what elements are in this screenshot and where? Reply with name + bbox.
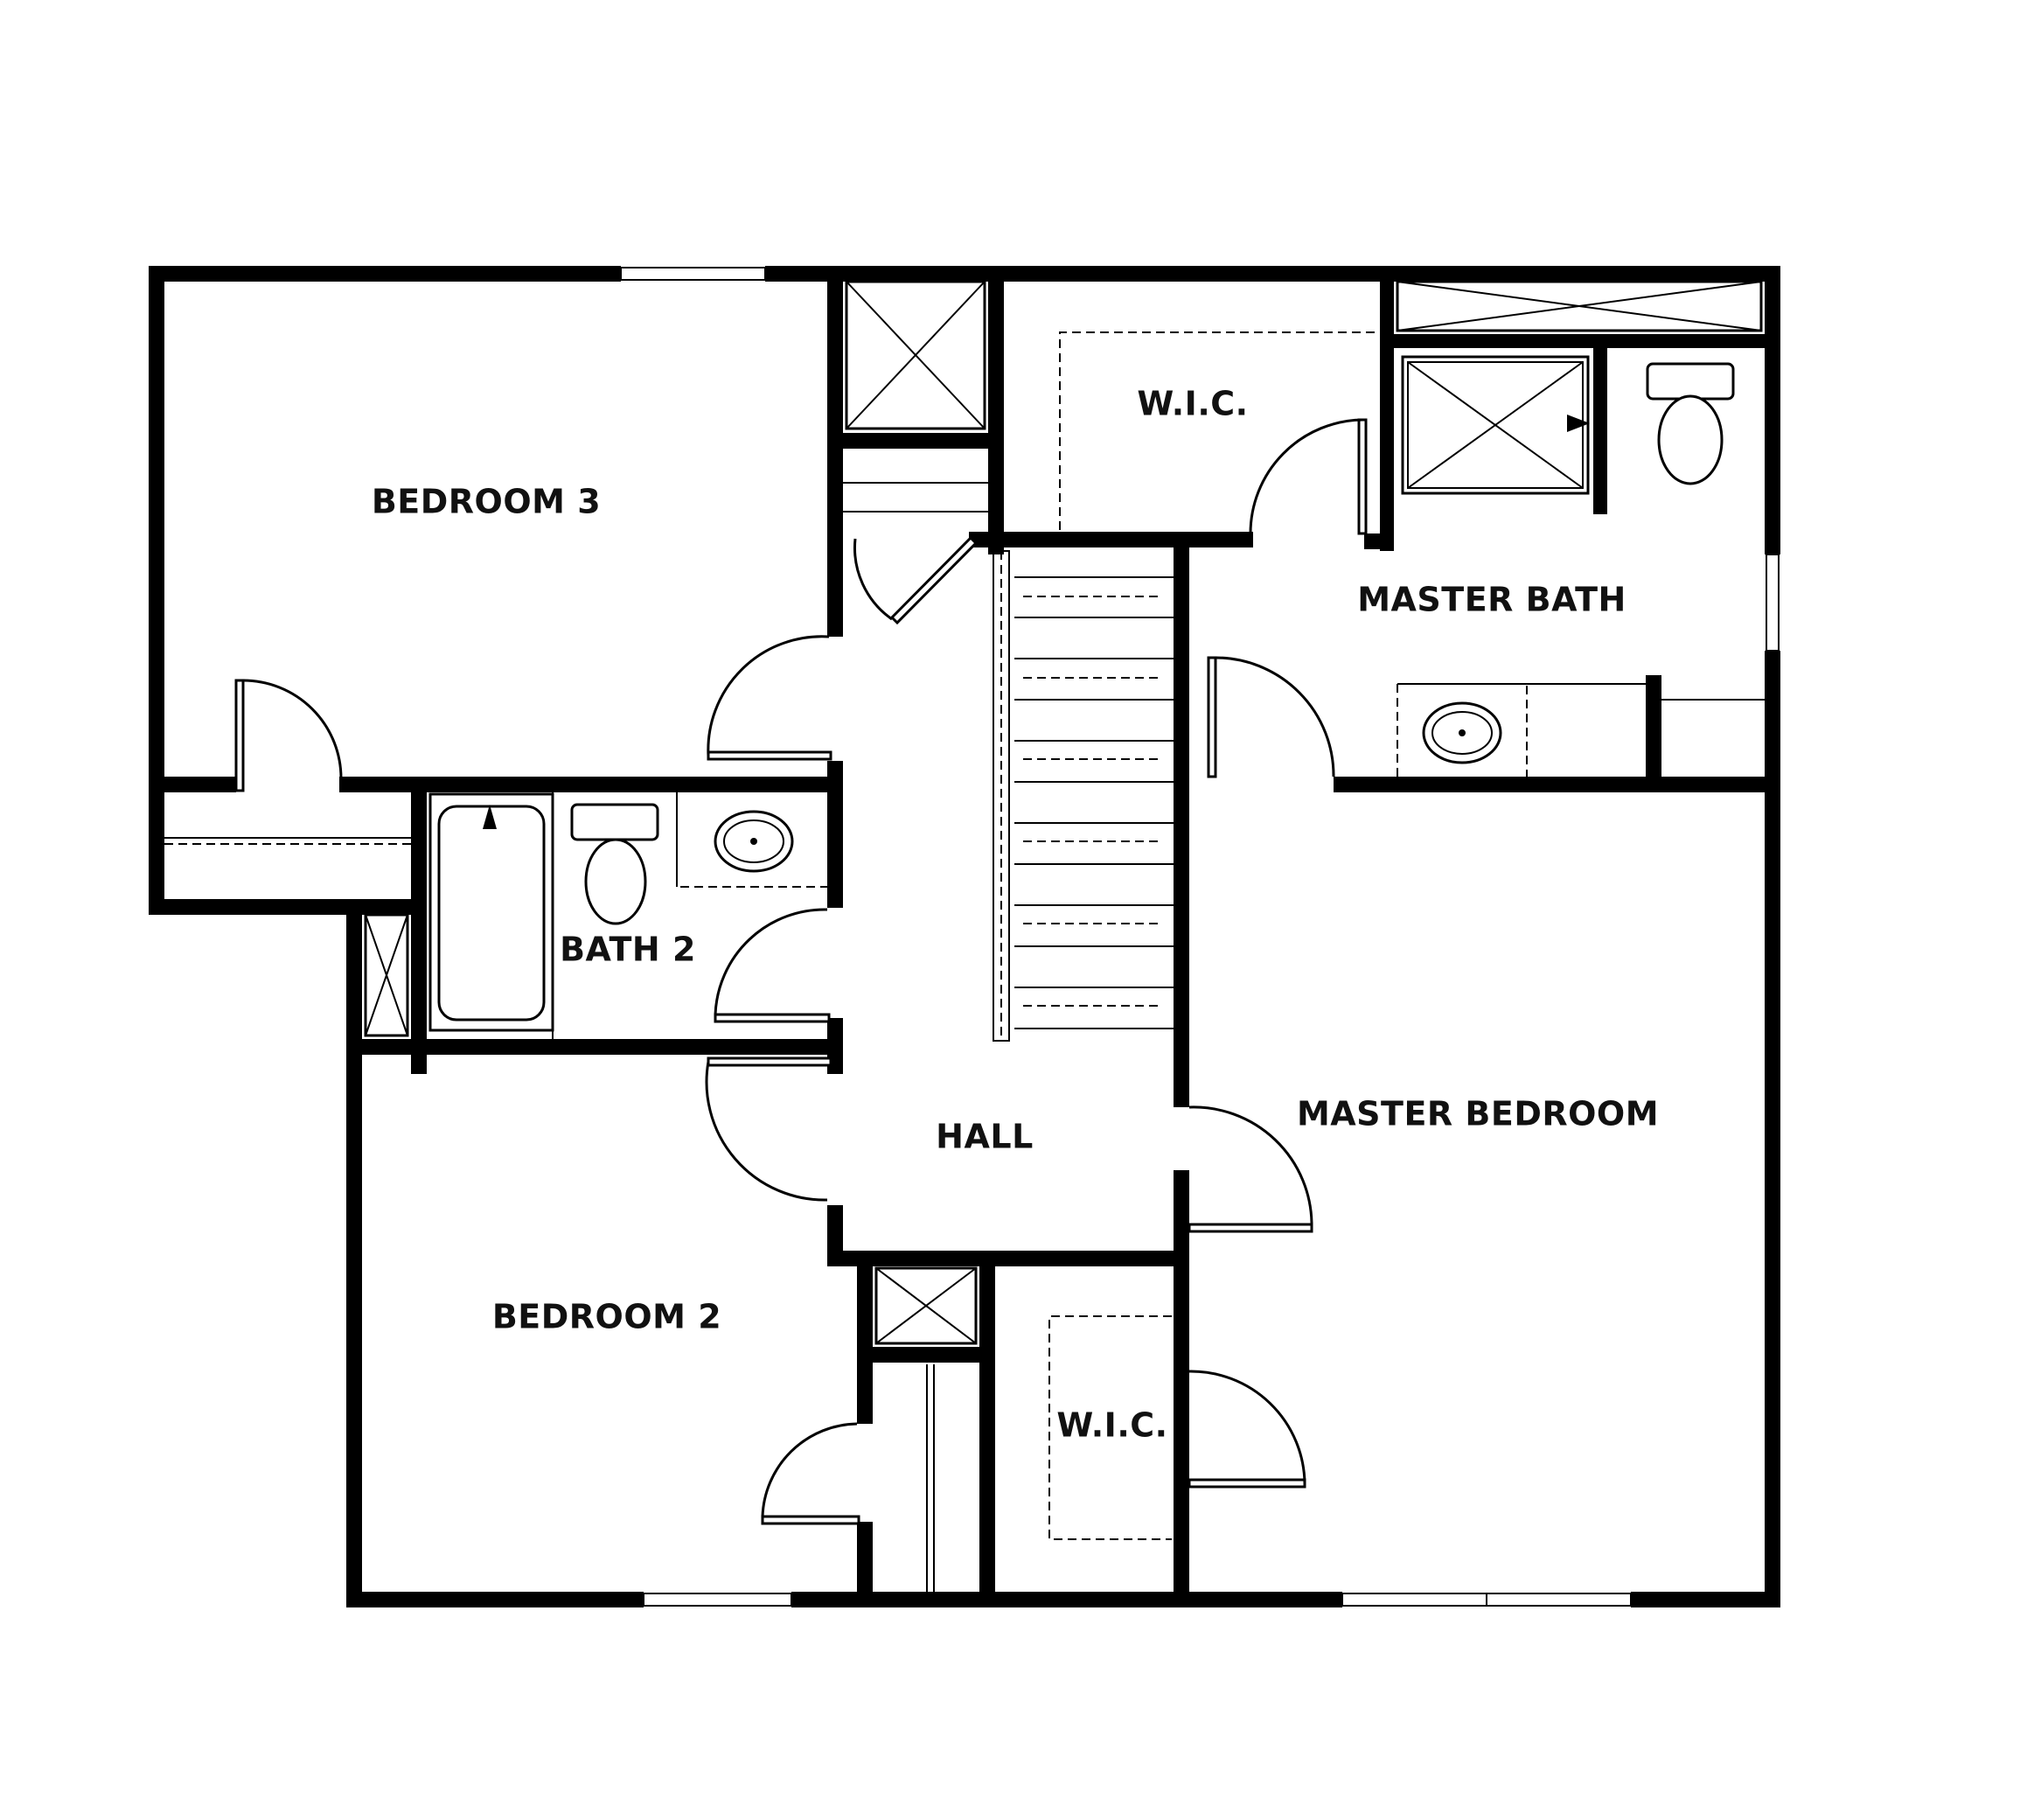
label-master-bedroom: MASTER BEDROOM [1297, 1095, 1659, 1133]
toilet-master [1646, 362, 1735, 401]
label-wic-upper: W.I.C. [1137, 385, 1248, 423]
label-bedroom-2: BEDROOM 2 [492, 1298, 721, 1336]
toilet-bath-2 [570, 803, 659, 841]
label-master-bath: MASTER BATH [1357, 581, 1626, 619]
label-wic-lower: W.I.C. [1056, 1406, 1167, 1445]
interior-walls [149, 266, 1780, 1607]
room-labels: BEDROOM 3 W.I.C. MASTER BATH BATH 2 HALL… [372, 385, 1659, 1445]
fixtures [428, 355, 1765, 1039]
label-hall: HALL [936, 1118, 1034, 1156]
bathtub [428, 792, 554, 1032]
window-bedroom-2 [643, 1593, 792, 1607]
label-bedroom-3: BEDROOM 3 [372, 483, 601, 521]
window-bedroom-3 [620, 267, 766, 281]
exterior-walls [149, 266, 1780, 1607]
doors [234, 418, 1368, 1525]
label-bath-2: BATH 2 [560, 931, 696, 969]
windows [620, 267, 1780, 1607]
closet-shelves [164, 331, 1380, 1592]
stairs [993, 550, 1174, 1042]
linen-closets [364, 280, 1763, 1345]
window-master-bath [1766, 554, 1780, 652]
